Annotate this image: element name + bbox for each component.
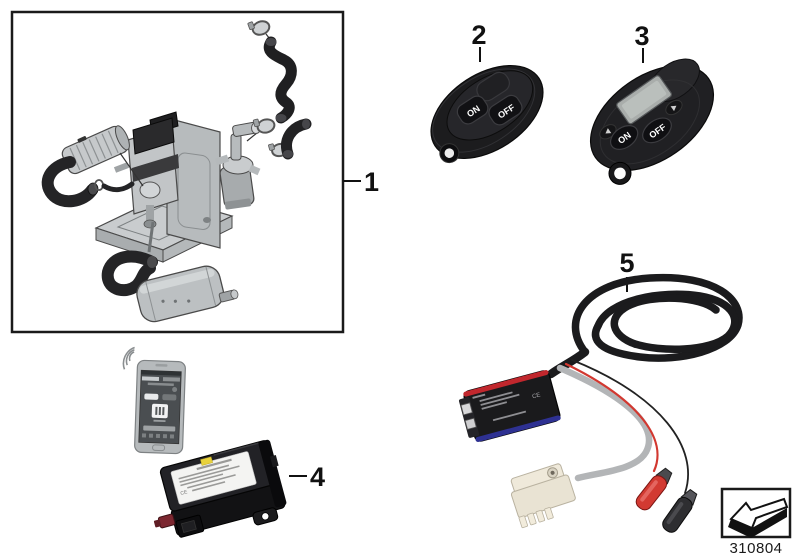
red-wire	[564, 362, 659, 473]
elbow-pipe	[230, 121, 261, 161]
app-status-icon	[172, 386, 178, 392]
clip-jaw	[655, 467, 673, 485]
item-2-remote-basic: 2 ON OFF	[430, 20, 544, 164]
gray-wire	[556, 364, 653, 482]
heater-unit	[113, 111, 179, 229]
adapter-blue-stripe	[475, 415, 561, 442]
diagram-number: 310804	[729, 540, 782, 557]
wireless-signal-icon	[122, 346, 135, 370]
arrow-right-icon	[670, 105, 677, 112]
callout-3[interactable]: 3	[634, 21, 649, 51]
item-4-module-kit: CE 4	[122, 346, 325, 538]
receiver-module: CE	[153, 439, 287, 538]
yellow-sticker	[200, 456, 213, 466]
adapter-red-stripe	[463, 370, 549, 397]
phone-speaker	[155, 363, 168, 367]
remote-on-button	[456, 95, 489, 125]
module-mounting-ear	[252, 507, 279, 526]
black-alligator-clip	[662, 488, 698, 533]
module-right-edge	[258, 439, 287, 508]
arrow-left-icon	[605, 128, 612, 134]
water-pump	[214, 154, 261, 210]
hose-clamp	[247, 20, 271, 36]
intake-silencer	[61, 125, 130, 175]
clip-jaw	[680, 488, 698, 506]
exhaust-hook-hose	[101, 250, 158, 297]
item-5-cable-kit: 5 CE	[458, 248, 743, 533]
item-1-heater-kit: 1	[10, 10, 379, 334]
white-connector	[510, 463, 576, 529]
callout-5[interactable]: 5	[619, 248, 634, 278]
phone-home-button	[152, 444, 166, 452]
silencer-ribs	[69, 130, 119, 171]
heater-back-panel	[166, 117, 221, 249]
remote-on-button	[609, 125, 639, 150]
fuel-hose	[101, 181, 135, 193]
callout-1[interactable]: 1	[364, 167, 379, 197]
exhaust-pipe-rod	[147, 221, 155, 253]
item-3-remote-display: 3 ON OFF	[589, 21, 715, 185]
callout-4[interactable]: 4	[310, 462, 325, 492]
item-1-frame	[10, 10, 345, 334]
assembly-line	[119, 152, 144, 187]
ce-mark: CE	[180, 489, 189, 497]
remote-body	[589, 64, 715, 172]
black-wire	[571, 359, 689, 494]
red-alligator-clip	[635, 467, 673, 511]
coiled-cable	[546, 273, 743, 379]
app-toolbar-icons	[141, 433, 175, 439]
callout-2[interactable]: 2	[471, 20, 486, 50]
ce-mark: CE	[532, 392, 542, 400]
connector-pins	[518, 507, 554, 529]
usb-a-port	[460, 402, 473, 416]
elbow-hose	[281, 118, 312, 160]
direction-of-travel-arrow-icon	[728, 497, 789, 538]
usb-b-port	[464, 417, 477, 430]
remote-off-button	[488, 94, 523, 126]
module-black-connector	[175, 514, 205, 538]
coolant-hose	[263, 36, 297, 124]
programming-adapter: CE	[458, 370, 561, 442]
module-label-text-lines	[178, 458, 240, 492]
hose-clamp	[252, 118, 276, 134]
remote-off-button	[642, 117, 672, 144]
exhaust-muffler	[136, 265, 239, 323]
direction-indicator: 310804	[720, 487, 792, 557]
module-red-connector	[153, 513, 176, 529]
smartphone	[134, 359, 186, 455]
adapter-label-text-lines	[472, 391, 527, 422]
